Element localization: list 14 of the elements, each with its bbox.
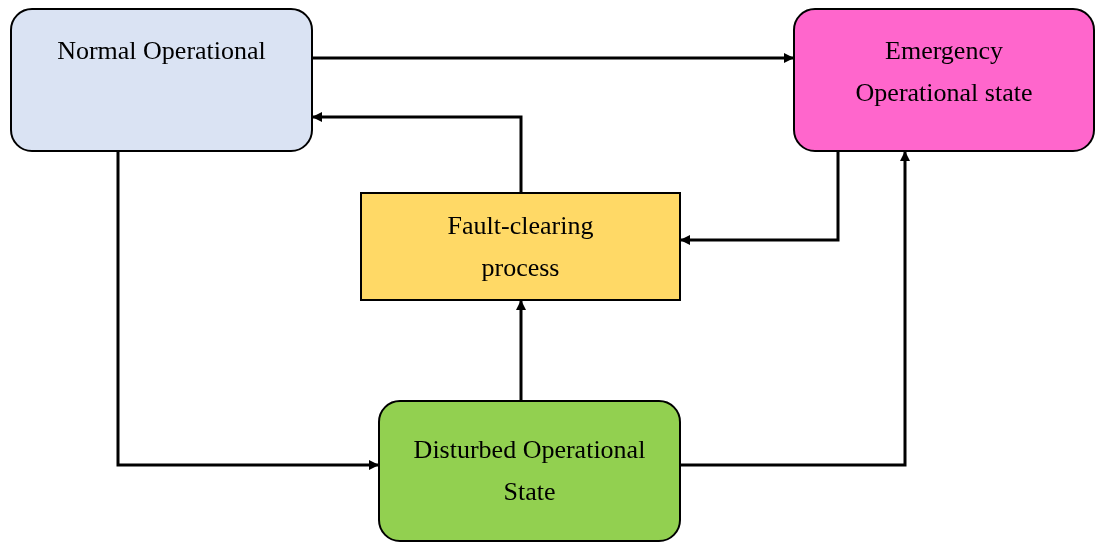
state-label: Normal Operational (57, 35, 266, 67)
state-label: Disturbed Operational State (412, 434, 647, 508)
arrow (313, 53, 794, 63)
arrow (681, 151, 910, 467)
arrow (516, 300, 526, 400)
state-box (793, 8, 1095, 152)
arrow (680, 152, 840, 245)
arrow (312, 112, 523, 192)
state-box (360, 192, 681, 301)
state-box (378, 400, 681, 542)
state-box (10, 8, 313, 152)
state-label: Emergency Operational state (854, 35, 1034, 109)
arrow (116, 152, 379, 470)
state-label: Fault-clearing process (446, 209, 595, 284)
